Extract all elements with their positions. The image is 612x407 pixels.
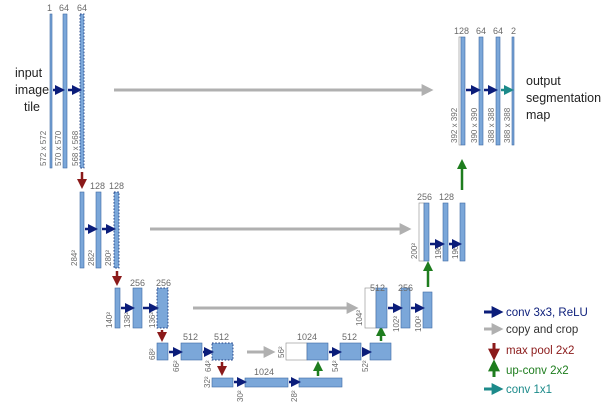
dim-label-l2-c: 280² (104, 250, 113, 266)
feature-map-r1-up (460, 36, 466, 146)
dim-label-l3-b: 138² (123, 312, 132, 328)
channel-label-l1-b: 64 (59, 3, 69, 13)
feature-map-l2-pool (79, 191, 85, 269)
dim-label-l4-a: 68² (148, 348, 157, 360)
feature-map-l5-conv2 (298, 377, 343, 388)
dim-label-l1-a: 572 x 572 (39, 130, 48, 166)
legend-conv1-label: conv 1x1 (506, 384, 552, 396)
feature-map-r3-conv1 (400, 287, 411, 329)
feature-map-l2-conv1 (95, 191, 102, 269)
channel-label-l1-a: 1 (47, 3, 52, 13)
feature-map-l5-pool (211, 377, 234, 388)
feature-map-l1-conv1 (62, 13, 68, 169)
dim-label-l4-b: 66² (172, 360, 181, 372)
dim-label-r1-d: 388 x 388 (503, 107, 512, 143)
feature-map-l4-conv2 (211, 342, 234, 361)
channel-label-l1-c: 64 (77, 3, 87, 13)
dim-label-l5-a: 32² (203, 376, 212, 388)
channel-label-l2-a: 128 (90, 181, 105, 191)
channel-label-l2-b: 128 (109, 181, 124, 191)
feature-map-l3-conv2 (156, 287, 169, 329)
dim-label-r2-a: 200² (410, 243, 419, 259)
dim-label-l5-c: 28² (290, 390, 299, 402)
channel-label-l5: 1024 (254, 367, 274, 377)
dim-label-l3-a: 140² (105, 312, 114, 328)
feature-map-l4-pool (156, 342, 169, 361)
dim-label-r3-a: 104² (355, 310, 364, 326)
dim-label-r1-a: 392 x 392 (450, 107, 459, 143)
dim-label-r2-c: 196² (451, 243, 460, 259)
channel-label-r1-c: 64 (493, 26, 503, 36)
feature-map-l2-conv2 (113, 191, 120, 269)
legend-conv-label: conv 3x3, ReLU (506, 307, 588, 319)
input-label-line2: image (15, 83, 49, 97)
feature-map-r4-up (306, 342, 329, 361)
channel-label-r2-a: 256 (417, 192, 432, 202)
channel-label-r4-b: 512 (342, 332, 357, 342)
dim-label-l5-b: 30² (236, 390, 245, 402)
feature-map-r4-copy (285, 342, 308, 361)
channel-label-l4-a: 512 (183, 332, 198, 342)
dim-label-l2-b: 282² (87, 250, 96, 266)
feature-map-l5-conv1 (244, 377, 289, 388)
feature-map-r2-copy (418, 202, 425, 262)
feature-map-l1-conv2 (79, 13, 85, 169)
legend-copy-label: copy and crop (506, 324, 578, 336)
dim-label-r3-b: 102² (392, 316, 401, 332)
dim-label-l1-b: 570 x 570 (54, 130, 63, 166)
channel-label-r1-a: 128 (454, 26, 469, 36)
feature-map-r1-conv1 (478, 36, 484, 146)
dim-label-l1-c: 568 x 568 (71, 130, 80, 166)
dim-label-l4-c: 64² (204, 360, 213, 372)
channel-label-r3-a: 512 (370, 283, 385, 293)
feature-map-r1-conv2 (495, 36, 501, 146)
input-label-line3: tile (24, 100, 40, 114)
dim-label-r4-c: 52² (361, 360, 370, 372)
channel-label-r2-b: 128 (439, 192, 454, 202)
channel-label-r1-d: 2 (511, 26, 516, 36)
dim-label-l2-a: 284² (70, 250, 79, 266)
channel-label-r1-b: 64 (476, 26, 486, 36)
feature-map-l1-input (49, 13, 53, 169)
legend-upconv-label: up-conv 2x2 (506, 365, 569, 377)
feature-map-r2-conv1 (442, 202, 449, 262)
legend: conv 3x3, ReLU copy and crop max pool 2x… (484, 306, 588, 396)
channel-label-l3-a: 256 (130, 278, 145, 288)
dim-label-r3-c: 100² (414, 316, 423, 332)
dim-label-r1-c: 388 x 388 (487, 107, 496, 143)
dim-label-r1-b: 390 x 390 (470, 107, 479, 143)
channel-label-r4-a: 1024 (297, 332, 317, 342)
dim-label-r4-b: 54² (331, 360, 340, 372)
legend-pool-label: max pool 2x2 (506, 345, 574, 357)
feature-map-l3-pool (114, 287, 121, 329)
feature-map-r3-up (375, 287, 388, 329)
feature-map-r3-copy (364, 287, 377, 329)
channel-label-l4-b: 512 (214, 332, 229, 342)
feature-map-r1-output (511, 36, 515, 146)
channel-label-l3-b: 256 (156, 278, 171, 288)
output-label-line3: map (526, 108, 550, 122)
dim-label-l3-c: 136² (148, 312, 157, 328)
output-label-line1: output (526, 74, 561, 88)
channel-label-r3-b: 256 (398, 283, 413, 293)
dim-label-r4-a: 56² (277, 346, 286, 358)
output-label-line2: segmentation (526, 91, 601, 105)
feature-map-l4-conv1 (180, 342, 203, 361)
feature-map-r4-conv2 (369, 342, 392, 361)
feature-map-r4-conv1 (339, 342, 362, 361)
input-label-line1: input (15, 66, 43, 80)
dim-label-r2-b: 198² (434, 243, 443, 259)
feature-map-r2-up (423, 202, 430, 262)
feature-map-l3-conv1 (132, 287, 143, 329)
feature-map-r2-conv2 (459, 202, 466, 262)
feature-map-r3-conv2 (422, 291, 433, 329)
